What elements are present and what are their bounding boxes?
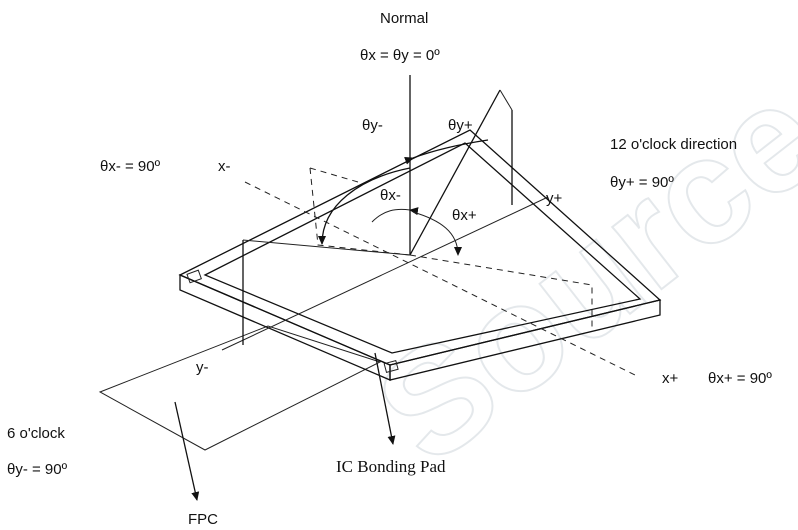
theta-x-plus-label: θx+ <box>452 207 477 224</box>
x-minus-dashed-plane <box>309 167 411 256</box>
twelve-oclock-label: 12 o'clock direction <box>610 136 737 153</box>
fpc-cable <box>98 325 382 451</box>
x-minus-label: x- <box>218 158 231 175</box>
panel-inner-window <box>203 142 642 354</box>
theta-x-plus-90-label: θx+ = 90º <box>708 370 772 387</box>
x-plus-dashed-plane <box>409 254 593 330</box>
theta-y-minus-90-label: θy- = 90º <box>7 461 68 478</box>
ic-bonding-pad-label: IC Bonding Pad <box>336 457 446 476</box>
normal-label: Normal <box>380 10 428 27</box>
six-oclock-label: 6 o'clock <box>7 425 65 442</box>
theta-y-plus-90-label: θy+ = 90º <box>610 174 674 191</box>
ic-pad-arrow <box>374 352 396 445</box>
theta-y-plus-label: θy+ <box>448 117 473 134</box>
x-plus-label: x+ <box>662 370 679 387</box>
y-plus-tilt-line <box>409 89 501 256</box>
normal-angle-label: θx = θy = 0º <box>360 47 440 64</box>
theta-y-minus-arc <box>318 167 411 245</box>
theta-y-plus-arc <box>404 139 489 165</box>
x-minus-dashed-top <box>309 167 359 183</box>
corner-marker-bottom <box>383 359 399 373</box>
y-plus-label: y+ <box>546 190 563 207</box>
fpc-arrow <box>174 401 200 501</box>
y-minus-tilt-line <box>242 239 411 256</box>
theta-x-plus-arc <box>412 211 462 256</box>
corner-marker-left <box>186 269 202 284</box>
theta-y-minus-label: θy- <box>362 117 383 134</box>
theta-x-minus-label: θx- <box>380 187 401 204</box>
fpc-label: FPC <box>188 511 218 528</box>
y-minus-label: y- <box>196 359 209 376</box>
y-axis-line <box>221 196 549 351</box>
panel-side-right <box>389 299 661 381</box>
theta-x-minus-90-label: θx- = 90º <box>100 158 161 175</box>
theta-x-minus-arc <box>371 207 419 223</box>
y-plus-tilt-cap <box>499 89 513 111</box>
